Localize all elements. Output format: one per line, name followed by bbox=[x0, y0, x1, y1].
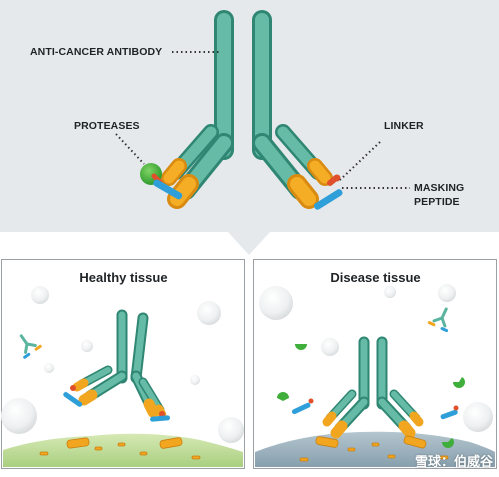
healthy-panel bbox=[1, 259, 245, 469]
masking-peptide-left bbox=[151, 173, 183, 200]
healthy-tissue-title: Healthy tissue bbox=[79, 270, 168, 285]
top-panel bbox=[0, 0, 499, 255]
healthy-antibody bbox=[63, 309, 171, 422]
masking-peptide-right bbox=[313, 174, 343, 210]
linker-label: LINKER bbox=[384, 120, 424, 132]
leader-lines bbox=[115, 51, 410, 189]
watermark: 雪球：伯威谷 bbox=[414, 455, 493, 470]
disease-panel bbox=[253, 259, 497, 469]
disease-antibody bbox=[322, 336, 424, 439]
disease-tissue-title: Disease tissue bbox=[330, 270, 421, 285]
proteases-label: PROTEASES bbox=[74, 120, 140, 132]
masking-peptide-label-line2: PEPTIDE bbox=[414, 196, 460, 208]
masking-peptide-label-line1: MASKING bbox=[414, 182, 465, 194]
anti-cancer-antibody-label: ANTI-CANCER ANTIBODY bbox=[30, 46, 163, 58]
large-antibody bbox=[161, 10, 333, 209]
